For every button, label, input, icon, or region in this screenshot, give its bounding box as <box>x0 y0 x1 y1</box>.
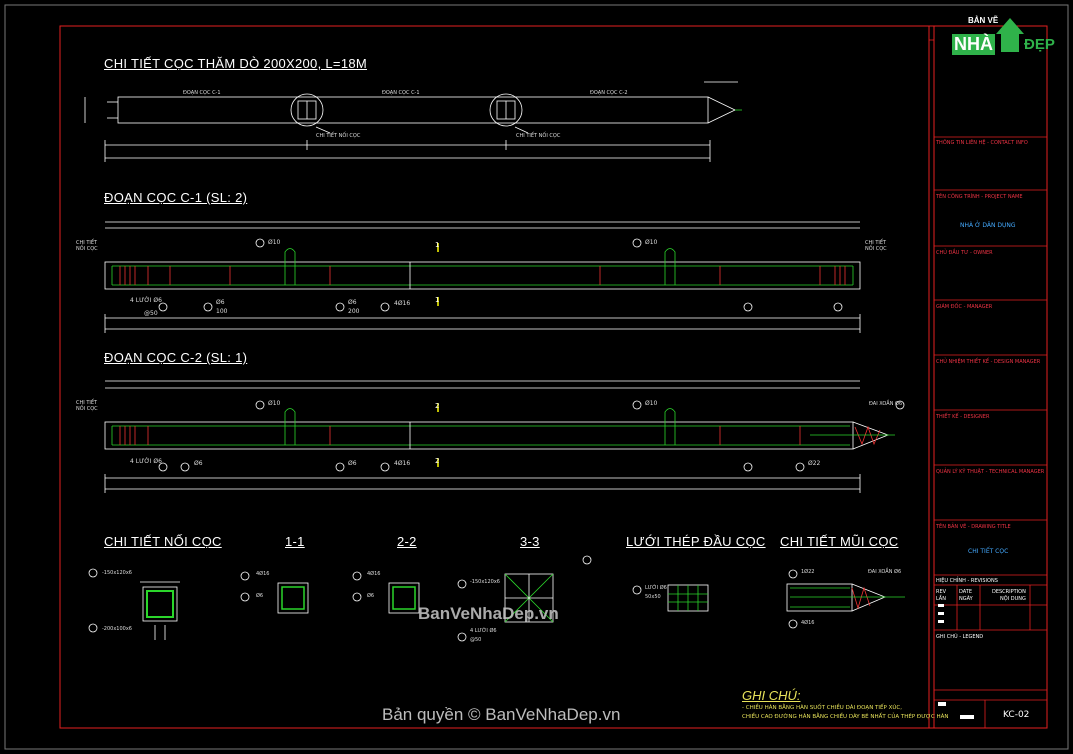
tb-tech-manager: QUẢN LÝ KỸ THUẬT - TECHNICAL MANAGER <box>936 469 1045 475</box>
tb-rev-col2-2: NGÀY <box>959 596 973 602</box>
overview-joint-label-2: CHI TIẾT NỐI CỌC <box>516 133 561 139</box>
section-mark-1-top: 1 <box>435 241 440 249</box>
c1-callout-r3b: Ø6 <box>348 299 357 306</box>
tip-bar: 1Ø22 <box>801 569 815 575</box>
drawing-frame-outer <box>4 4 1069 750</box>
overview-joint-label-1: CHI TIẾT NỐI CỌC <box>316 133 361 139</box>
logo-top-text: BẢN VẼ <box>968 16 999 25</box>
tb-rev-col2-3: NỘI DUNG <box>1000 596 1026 602</box>
c2-callout-r3a: Ø6 <box>194 460 203 467</box>
tb-rev-col-1: REV <box>936 589 947 595</box>
c2-callout-tip: ĐAI XOẮN Ø6 <box>869 401 903 407</box>
section-mark-2-top: 2 <box>435 402 440 410</box>
overview-label-3: ĐOẠN CỌC C-2 <box>590 90 628 96</box>
section-mark-1-bot: 1 <box>435 296 440 304</box>
detail-tip <box>786 569 905 629</box>
detail-section-3-3 <box>457 555 592 642</box>
detail-sec11-title: 1-1 <box>285 534 305 549</box>
tb-sheet-no: KC-02 <box>1003 710 1030 720</box>
c1-callout-r3b-sp: 200 <box>348 308 360 315</box>
pile-segment-c2 <box>104 380 905 493</box>
logo-nh-text: NHÀ <box>952 34 995 55</box>
c2-callout-r5: 4 LƯỚI Ø6 <box>130 458 162 465</box>
sec33-mesh: 4 LƯỚI Ø6 <box>470 628 497 634</box>
detail-joint-title: CHI TIẾT NỐI CỌC <box>104 534 222 549</box>
sec33-mesh-sp: @50 <box>470 637 482 643</box>
tb-rev-col-3: DESCRIPTION <box>992 589 1026 595</box>
mesh-spacing: 50x50 <box>645 594 661 600</box>
tb-manager: GIÁM ĐỐC - MANAGER <box>936 304 993 310</box>
c2-callout-r2: 4Ø16 <box>394 460 411 467</box>
sec33-plate: -150x120x6 <box>470 579 500 585</box>
tb-owner: CHỦ ĐẦU TƯ - OWNER <box>936 250 993 256</box>
mesh-label: LƯỚI Ø6 <box>645 585 667 591</box>
tip-spiral: ĐAI XOẮN Ø6 <box>868 569 902 575</box>
c1-end-label-right: CHI TIẾT NỐI CỌC <box>865 240 887 252</box>
title-block <box>929 39 1047 728</box>
section-mark-2-bot: 2 <box>435 457 440 465</box>
c1-callout-r5: 4 LƯỚI Ø6 <box>130 297 162 304</box>
pile-segment-c1 <box>104 221 861 333</box>
tb-design-manager: CHỦ NHIỆM THIẾT KẾ - DESIGN MANAGER <box>936 359 1041 365</box>
detail-section-2-2 <box>352 571 420 614</box>
main-title: CHI TIẾT CỌC THĂM DÒ 200X200, L=18M <box>104 56 368 71</box>
title-block-markers <box>938 604 974 719</box>
logo-dep-text: ĐẸP <box>1024 36 1055 53</box>
tb-project-name: NHÀ Ở DÂN DỤNG <box>960 222 1016 229</box>
detail-joint <box>88 568 180 640</box>
c1-callout-r4-b: Ø10 <box>645 239 658 246</box>
sec11-bar: 4Ø16 <box>256 571 270 577</box>
watermark-center: BanVeNhaDep.vn <box>418 604 559 623</box>
tb-rev-col-2: DATE <box>959 589 973 595</box>
joint-plate-bot: -200x100x6 <box>102 626 132 632</box>
overview-label-1: ĐOẠN CỌC C-1 <box>183 90 221 96</box>
drawing-frame <box>59 25 1048 729</box>
tb-revision: HIỆU CHỈNH - REVISIONS <box>936 578 998 584</box>
notes-line-1: - CHIỀU HÀN BẰNG HÀN SUỐT CHIỀU DÀI ĐOẠN… <box>742 705 902 711</box>
c2-callout-r7: Ø22 <box>808 460 821 467</box>
tb-drawing-title-label: TÊN BẢN VẼ - DRAWING TITLE <box>936 524 1011 530</box>
c1-callout-r5-sp: @50 <box>144 310 158 317</box>
c2-callout-r3b: Ø6 <box>348 460 357 467</box>
detail-mesh-title: LƯỚI THÉP ĐẦU CỌC <box>626 534 766 549</box>
overview-label-2: ĐOẠN CỌC C-1 <box>382 90 420 96</box>
tb-notes-label: GHI CHÚ - LEGEND <box>936 634 984 640</box>
tip-main: 4Ø16 <box>801 620 815 626</box>
detail-sec22-title: 2-2 <box>397 534 417 549</box>
sec22-tie: Ø6 <box>367 593 375 599</box>
c1-callout-r4-a: Ø10 <box>268 239 281 246</box>
c1-end-label-left: CHI TIẾT NỐI CỌC <box>76 240 98 252</box>
detail-tip-title: CHI TIẾT MŨI CỌC <box>780 534 899 549</box>
house-body-icon <box>1001 34 1019 52</box>
tb-designer: THIẾT KẾ - DESIGNER <box>936 414 990 420</box>
brand-logo: BẢN VẼ NHÀ ĐẸP <box>948 12 1058 62</box>
segment-c2-title: ĐOẠN CỌC C-2 (SL: 1) <box>104 350 248 365</box>
house-icon <box>996 18 1024 34</box>
joint-plate-top: -150x120x6 <box>102 570 132 576</box>
sec11-tie: Ø6 <box>256 593 264 599</box>
c1-callout-r3a: Ø6 <box>216 299 225 306</box>
c2-callout-r4-b: Ø10 <box>645 400 658 407</box>
notes-line-2: CHIỀU CAO ĐƯỜNG HÀN BẰNG CHIỀU DÀY BÉ NH… <box>742 714 949 720</box>
detail-section-1-1 <box>240 571 309 614</box>
watermark-copyright: Bản quyền © BanVeNhaDep.vn <box>382 705 621 724</box>
c2-callout-r4-a: Ø10 <box>268 400 281 407</box>
detail-mesh <box>632 584 709 612</box>
tb-project-label: TÊN CÔNG TRÌNH - PROJECT NAME <box>936 194 1023 200</box>
c2-end-label-left: CHI TIẾT NỐI CỌC <box>76 400 98 412</box>
tb-drawing-title: CHI TIẾT CỌC <box>968 548 1009 555</box>
sec22-bar: 4Ø16 <box>367 571 381 577</box>
tb-contact: THÔNG TIN LIÊN HỆ - CONTACT INFO <box>936 140 1028 146</box>
c1-callout-r2: 4Ø16 <box>394 300 411 307</box>
detail-sec33-title: 3-3 <box>520 534 540 549</box>
notes-title: GHI CHÚ: <box>742 688 801 703</box>
segment-c1-title: ĐOẠN CỌC C-1 (SL: 2) <box>104 190 248 205</box>
c1-callout-r3a-sp: 100 <box>216 308 228 315</box>
overview-pile <box>84 81 742 162</box>
tb-rev-col2-1: LẦN <box>936 596 946 602</box>
